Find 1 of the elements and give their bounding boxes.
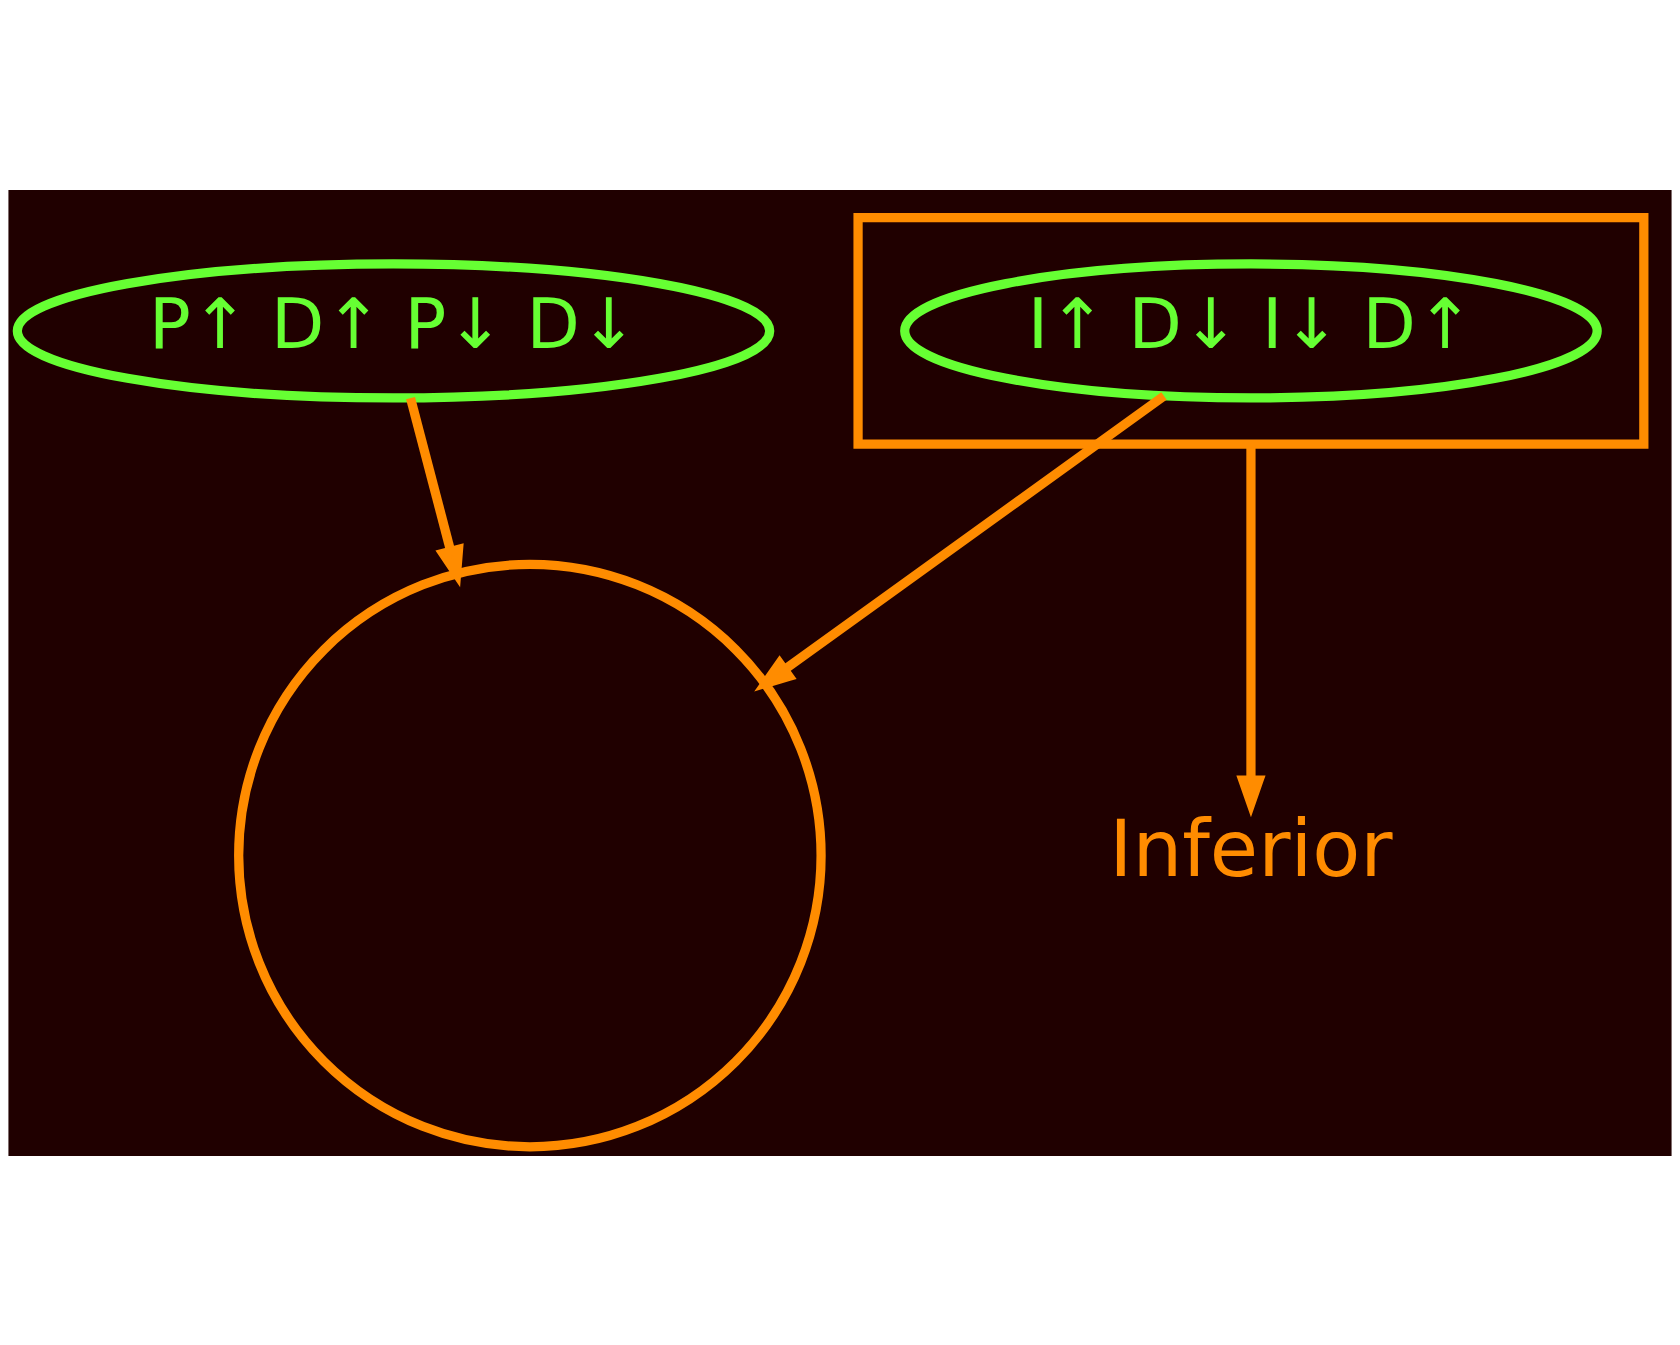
- node-text: Inferior: [1109, 802, 1393, 895]
